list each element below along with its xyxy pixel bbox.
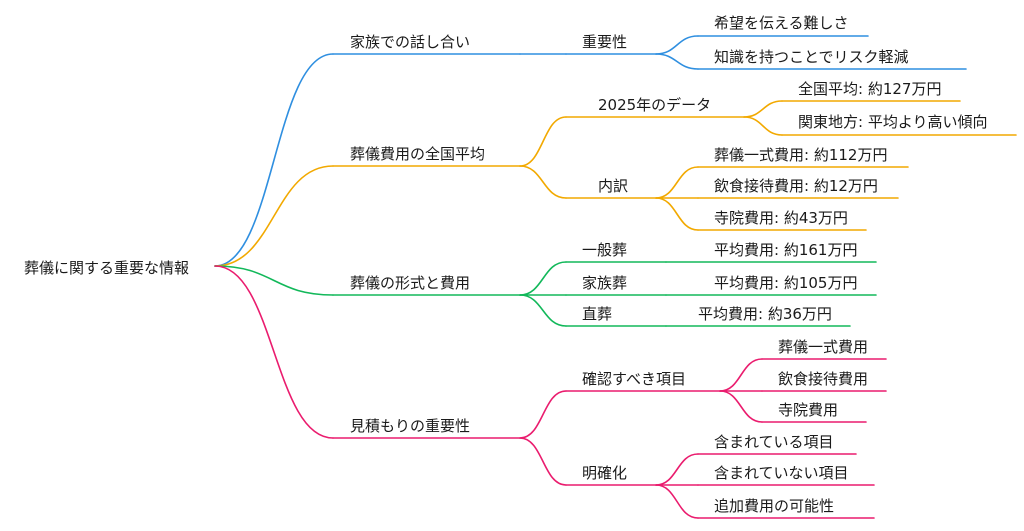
branch-funeral-types-label: 葬儀の形式と費用 — [350, 274, 470, 292]
leaf-included-items: 含まれている項目 — [714, 433, 834, 451]
edge-b1-0-to-b1-0-0 — [743, 100, 783, 118]
edge-b0-0-to-b0-0-1 — [655, 53, 699, 70]
edge-b2-to-b2-2 — [519, 294, 567, 327]
leaf-general-funeral-average: 平均費用: 約161万円 — [714, 241, 857, 259]
leaf-knowledge-reduces-risk: 知識を持つことでリスク軽減 — [714, 48, 909, 66]
labels-layer: 葬儀に関する重要な情報 家族での話し合い 重要性 希望を伝える難しさ 知識を持つ… — [24, 14, 988, 515]
root-node-label: 葬儀に関する重要な情報 — [24, 259, 189, 277]
edge-b1-to-b1-0 — [519, 116, 567, 167]
leaf-excluded-items: 含まれていない項目 — [714, 464, 849, 482]
edge-root-to-b1 — [214, 165, 334, 267]
leaf-possible-extra-costs: 追加費用の可能性 — [714, 497, 834, 515]
branch-estimate-importance-label: 見積もりの重要性 — [350, 417, 470, 435]
leaf-check-catering-cost: 飲食接待費用 — [778, 370, 868, 388]
leaf-check-package-cost: 葬儀一式費用 — [778, 338, 868, 356]
edge-b3-to-b3-0 — [519, 390, 567, 439]
node-clarification-label: 明確化 — [582, 464, 627, 482]
edge-root-to-b2 — [214, 265, 334, 296]
edge-root-to-b3 — [214, 265, 334, 439]
node-items-to-check-label: 確認すべき項目 — [582, 370, 686, 388]
leaf-national-average: 全国平均: 約127万円 — [798, 80, 941, 98]
edge-b2-to-b2-0 — [519, 261, 567, 296]
edge-b1-to-b1-1 — [519, 165, 567, 199]
edge-b3-0-to-b3-0-2 — [719, 390, 763, 423]
edge-b1-1-to-b1-1-2 — [655, 197, 699, 231]
leaf-kanto-region: 関東地方: 平均より高い傾向 — [798, 113, 988, 131]
leaf-direct-cremation-average: 平均費用: 約36万円 — [698, 305, 832, 323]
leaf-check-temple-cost: 寺院費用 — [778, 401, 838, 419]
leaf-family-funeral-average: 平均費用: 約105万円 — [714, 274, 857, 292]
branch-national-average-cost-label: 葬儀費用の全国平均 — [350, 145, 485, 163]
node-family-funeral-label: 家族葬 — [582, 274, 627, 292]
edge-b0-0-to-b0-0-0 — [655, 35, 699, 55]
edge-b3-0-to-b3-0-0 — [719, 358, 763, 392]
node-breakdown-label: 内訳 — [598, 177, 628, 195]
edge-b3-1-to-b3-1-2 — [655, 484, 699, 519]
node-general-funeral-label: 一般葬 — [582, 241, 627, 259]
edge-b3-1-to-b3-1-0 — [655, 453, 699, 486]
leaf-difficulty-conveying-wishes: 希望を伝える難しさ — [714, 14, 849, 32]
edge-b1-1-to-b1-1-0 — [655, 166, 699, 199]
leaf-catering-cost: 飲食接待費用: 約12万円 — [714, 177, 878, 195]
edge-b1-0-to-b1-0-1 — [743, 116, 783, 136]
leaf-temple-cost: 寺院費用: 約43万円 — [714, 209, 848, 227]
edges-layer — [214, 35, 783, 519]
branch-family-discussion-label: 家族での話し合い — [350, 33, 470, 51]
node-2025-data-label: 2025年のデータ — [598, 96, 711, 114]
node-importance-label: 重要性 — [582, 33, 627, 51]
leaf-funeral-package-cost: 葬儀一式費用: 約112万円 — [714, 146, 887, 164]
node-direct-cremation-label: 直葬 — [582, 305, 612, 323]
underline-layer — [332, 35, 1017, 519]
edge-b3-to-b3-1 — [519, 437, 567, 486]
edge-root-to-b0 — [214, 53, 334, 267]
